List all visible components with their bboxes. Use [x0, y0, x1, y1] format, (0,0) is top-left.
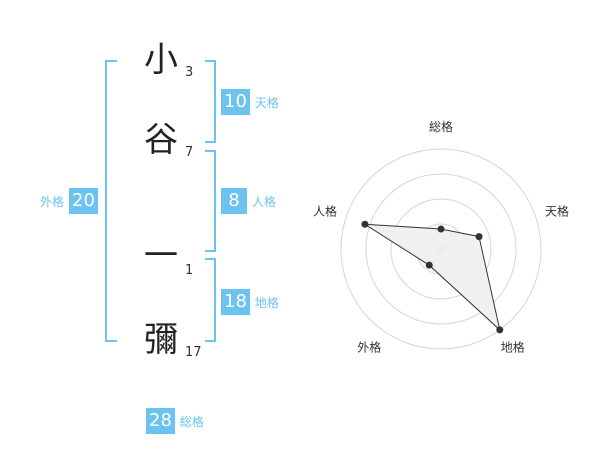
name-char-4: 彌: [144, 320, 178, 360]
chikaku-label: 地格: [254, 295, 279, 310]
stroke-count-4: 17: [185, 345, 202, 360]
stroke-count-3: 1: [185, 263, 194, 278]
gaikaku-badge: 外格 20: [40, 188, 98, 214]
radar-point-4: [425, 261, 433, 269]
gaikaku-bracket: [105, 60, 117, 342]
gaikaku-value: 20: [69, 188, 98, 214]
tenkaku-value: 10: [221, 89, 250, 115]
gaikaku-label: 外格: [40, 194, 65, 209]
radar-polygon: [364, 223, 501, 332]
radar-point-2: [475, 233, 483, 241]
name-char-2: 谷: [144, 120, 178, 160]
radar-point-1: [437, 225, 445, 233]
radar-grid-ring: [365, 173, 517, 325]
radar-axis-label: 人格: [313, 203, 337, 218]
chikaku-value: 18: [221, 289, 250, 315]
soukaku-label: 総格: [179, 414, 204, 429]
radar-axis-label: 総格: [429, 119, 453, 134]
jinkaku-bracket: [205, 150, 216, 252]
name-char-3: 一: [144, 236, 178, 276]
jinkaku-badge: 8 人格: [221, 188, 276, 214]
soukaku-value: 28: [146, 408, 175, 434]
radar-grid-ring: [340, 148, 542, 350]
radar-axis-label: 天格: [545, 203, 569, 218]
radar-grid-ring: [390, 198, 492, 300]
tenkaku-badge: 10 天格: [221, 89, 279, 115]
radar-axis-label: 外格: [357, 340, 381, 355]
jinkaku-value: 8: [221, 188, 247, 214]
radar-point-5: [361, 220, 369, 228]
radar-point-3: [496, 326, 504, 334]
stroke-count-2: 7: [185, 145, 194, 160]
name-char-1: 小: [144, 40, 178, 80]
chikaku-bracket: [205, 258, 216, 342]
chikaku-badge: 18 地格: [221, 289, 279, 315]
soukaku-badge: 28 総格: [146, 408, 204, 434]
tenkaku-bracket: [205, 60, 216, 143]
jinkaku-label: 人格: [252, 194, 277, 209]
tenkaku-label: 天格: [254, 95, 279, 110]
radar-axis-label: 地格: [501, 340, 525, 355]
stroke-count-1: 3: [185, 65, 194, 80]
